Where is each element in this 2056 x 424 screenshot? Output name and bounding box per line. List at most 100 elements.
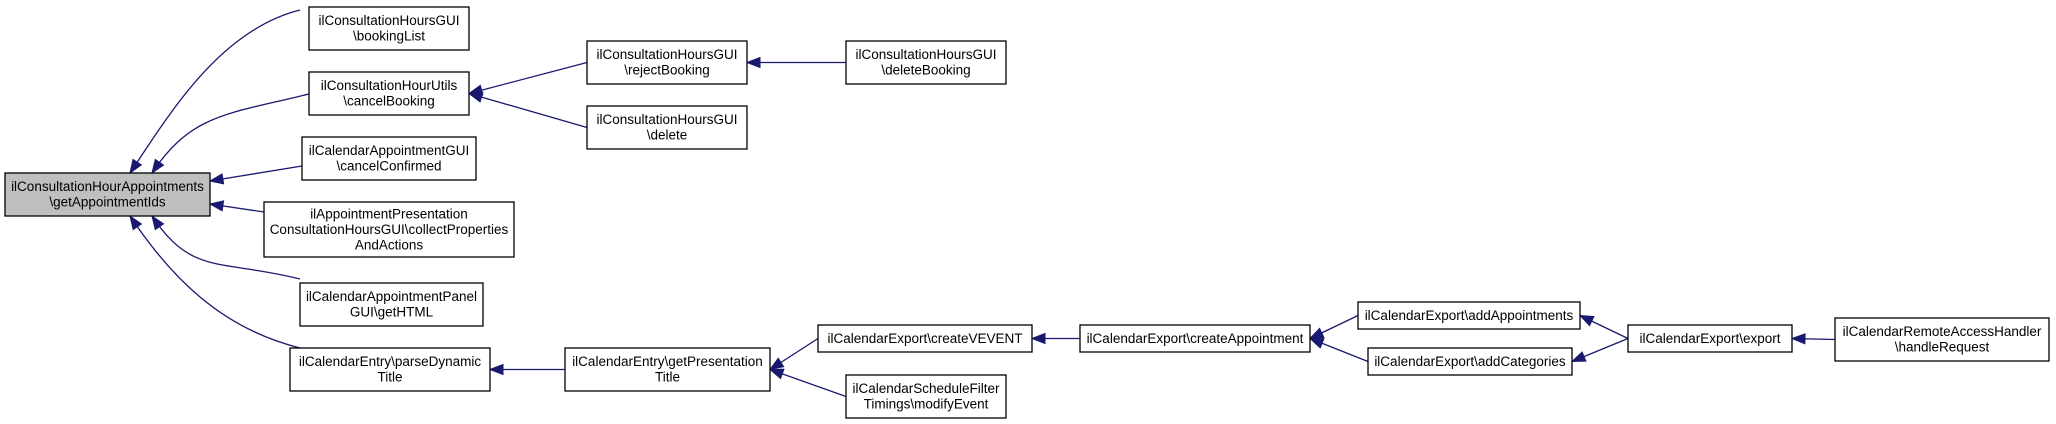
arrowhead-icon (768, 368, 785, 380)
node-label-line: ilCalendarExport\createVEVENT (827, 331, 1022, 346)
arrowhead-icon (467, 91, 484, 103)
node-box (1357, 301, 1581, 330)
arrowhead-icon (1308, 337, 1325, 349)
node-label-line: \rejectBooking (624, 63, 710, 78)
edge-collectProps-to-root (208, 200, 265, 213)
node-box (817, 324, 1033, 353)
node-box (586, 105, 748, 150)
edge-line (129, 215, 301, 349)
node-deleteBooking[interactable]: ilConsultationHoursGUI\deleteBooking (845, 40, 1007, 85)
node-bookingList[interactable]: ilConsultationHoursGUI\bookingList (308, 6, 470, 51)
edge-parseDynamic-to-root (129, 214, 301, 349)
node-label-line: \bookingList (353, 29, 425, 44)
arrowhead-icon (1790, 333, 1806, 345)
edges-layer (129, 9, 1836, 398)
node-label-line: ilConsultationHourAppointments (11, 179, 204, 194)
node-label-line: \deleteBooking (881, 63, 970, 78)
arrowhead-icon (129, 158, 143, 175)
node-box (301, 136, 477, 181)
edge-line (209, 165, 303, 182)
node-rejectBooking[interactable]: ilConsultationHoursGUI\rejectBooking (586, 40, 748, 85)
node-box (586, 40, 748, 85)
node-label-line: ilConsultationHourUtils (321, 78, 458, 93)
node-box (845, 40, 1007, 85)
node-root[interactable]: ilConsultationHourAppointments\getAppoin… (4, 172, 211, 217)
edge-line (151, 215, 301, 280)
node-label-line: ilConsultationHoursGUI (596, 112, 737, 127)
node-label-line: \delete (647, 128, 688, 143)
node-createAppointment[interactable]: ilCalendarExport\createAppointment (1079, 324, 1311, 353)
arrowhead-icon (1578, 314, 1595, 327)
arrowhead-icon (1570, 351, 1587, 363)
arrowhead-icon (745, 56, 761, 69)
edge-export-to-addCategories (1570, 337, 1629, 363)
node-label-line: \getAppointmentIds (49, 195, 166, 210)
edge-modifyEvent-to-getPresentation (768, 368, 847, 398)
node-cancelConfirmed[interactable]: ilCalendarAppointmentGUI\cancelConfirmed (301, 136, 477, 181)
node-export[interactable]: ilCalendarExport\export (1627, 324, 1793, 353)
node-box (1834, 317, 2050, 362)
arrowhead-icon (1030, 332, 1046, 345)
node-label-line: GUI\getHTML (350, 305, 434, 320)
node-handleRequest[interactable]: ilCalendarRemoteAccessHandler\handleRequ… (1834, 317, 2050, 362)
node-box (299, 282, 484, 327)
node-label-line: ilCalendarEntry\getPresentation (572, 354, 763, 369)
node-label-line: ilCalendarExport\createAppointment (1087, 331, 1304, 346)
arrowhead-icon (1308, 327, 1325, 340)
node-collectProps[interactable]: ilAppointmentPresentationConsultationHou… (263, 201, 515, 258)
node-label-line: ilCalendarExport\export (1639, 331, 1780, 346)
node-modifyEvent[interactable]: ilCalendarScheduleFilterTimings\modifyEv… (845, 374, 1007, 419)
node-label-line: ilCalendarExport\addAppointments (1365, 308, 1574, 323)
node-label-line: \handleRequest (1895, 340, 1990, 355)
arrowhead-icon (488, 363, 504, 376)
node-label-line: \cancelConfirmed (336, 159, 441, 174)
node-label-line: ilCalendarExport\addCategories (1374, 354, 1566, 369)
node-box (308, 71, 470, 116)
edge-line (129, 9, 301, 174)
node-addCategories[interactable]: ilCalendarExport\addCategories (1367, 347, 1573, 376)
node-box (1627, 324, 1793, 353)
node-cancelBooking[interactable]: ilConsultationHourUtils\cancelBooking (308, 71, 470, 116)
node-label-line: \cancelBooking (343, 94, 435, 109)
node-label-line: ilConsultationHoursGUI (855, 47, 996, 62)
edge-addCategories-to-createAppointment (1308, 337, 1369, 363)
node-label-line: ilCalendarAppointmentPanel (306, 289, 477, 304)
node-box (1079, 324, 1311, 353)
node-label-line: ilAppointmentPresentation (310, 206, 468, 221)
node-label-line: Timings\modifyEvent (864, 397, 989, 412)
node-box (845, 374, 1007, 419)
node-label-line: ilCalendarEntry\parseDynamic (299, 354, 482, 369)
nodes-layer: ilConsultationHourAppointments\getAppoin… (4, 6, 2050, 419)
node-box (4, 172, 211, 217)
node-addAppointments[interactable]: ilCalendarExport\addAppointments (1357, 301, 1581, 330)
node-box (308, 6, 470, 51)
edge-addAppointments-to-createAppointment (1308, 314, 1359, 340)
edge-delete-to-cancelBooking (467, 91, 588, 129)
edge-deleteBooking-to-rejectBooking (745, 56, 846, 69)
node-delete[interactable]: ilConsultationHoursGUI\delete (586, 105, 748, 150)
node-createVEVENT[interactable]: ilCalendarExport\createVEVENT (817, 324, 1033, 353)
edge-line (151, 93, 310, 174)
edge-handleRequest-to-export (1790, 333, 1836, 345)
node-box (289, 347, 491, 392)
arrowhead-icon (151, 214, 165, 231)
arrowhead-icon (208, 200, 225, 212)
arrowhead-icon (208, 173, 225, 185)
node-label-line: ConsultationHoursGUI\collectProperties (270, 222, 509, 237)
arrowhead-icon (151, 158, 165, 175)
edge-line (468, 92, 588, 129)
edge-cancelConfirmed-to-root (208, 165, 303, 185)
edge-export-to-addAppointments (1578, 314, 1629, 340)
node-box (564, 347, 771, 392)
arrowhead-icon (129, 214, 143, 231)
edge-line (468, 61, 588, 95)
node-box (263, 201, 515, 258)
node-box (1367, 347, 1573, 376)
edge-bookingList-to-root (129, 9, 301, 175)
edge-cancelBooking-to-root (151, 93, 310, 175)
node-label-line: ilConsultationHoursGUI (318, 13, 459, 28)
